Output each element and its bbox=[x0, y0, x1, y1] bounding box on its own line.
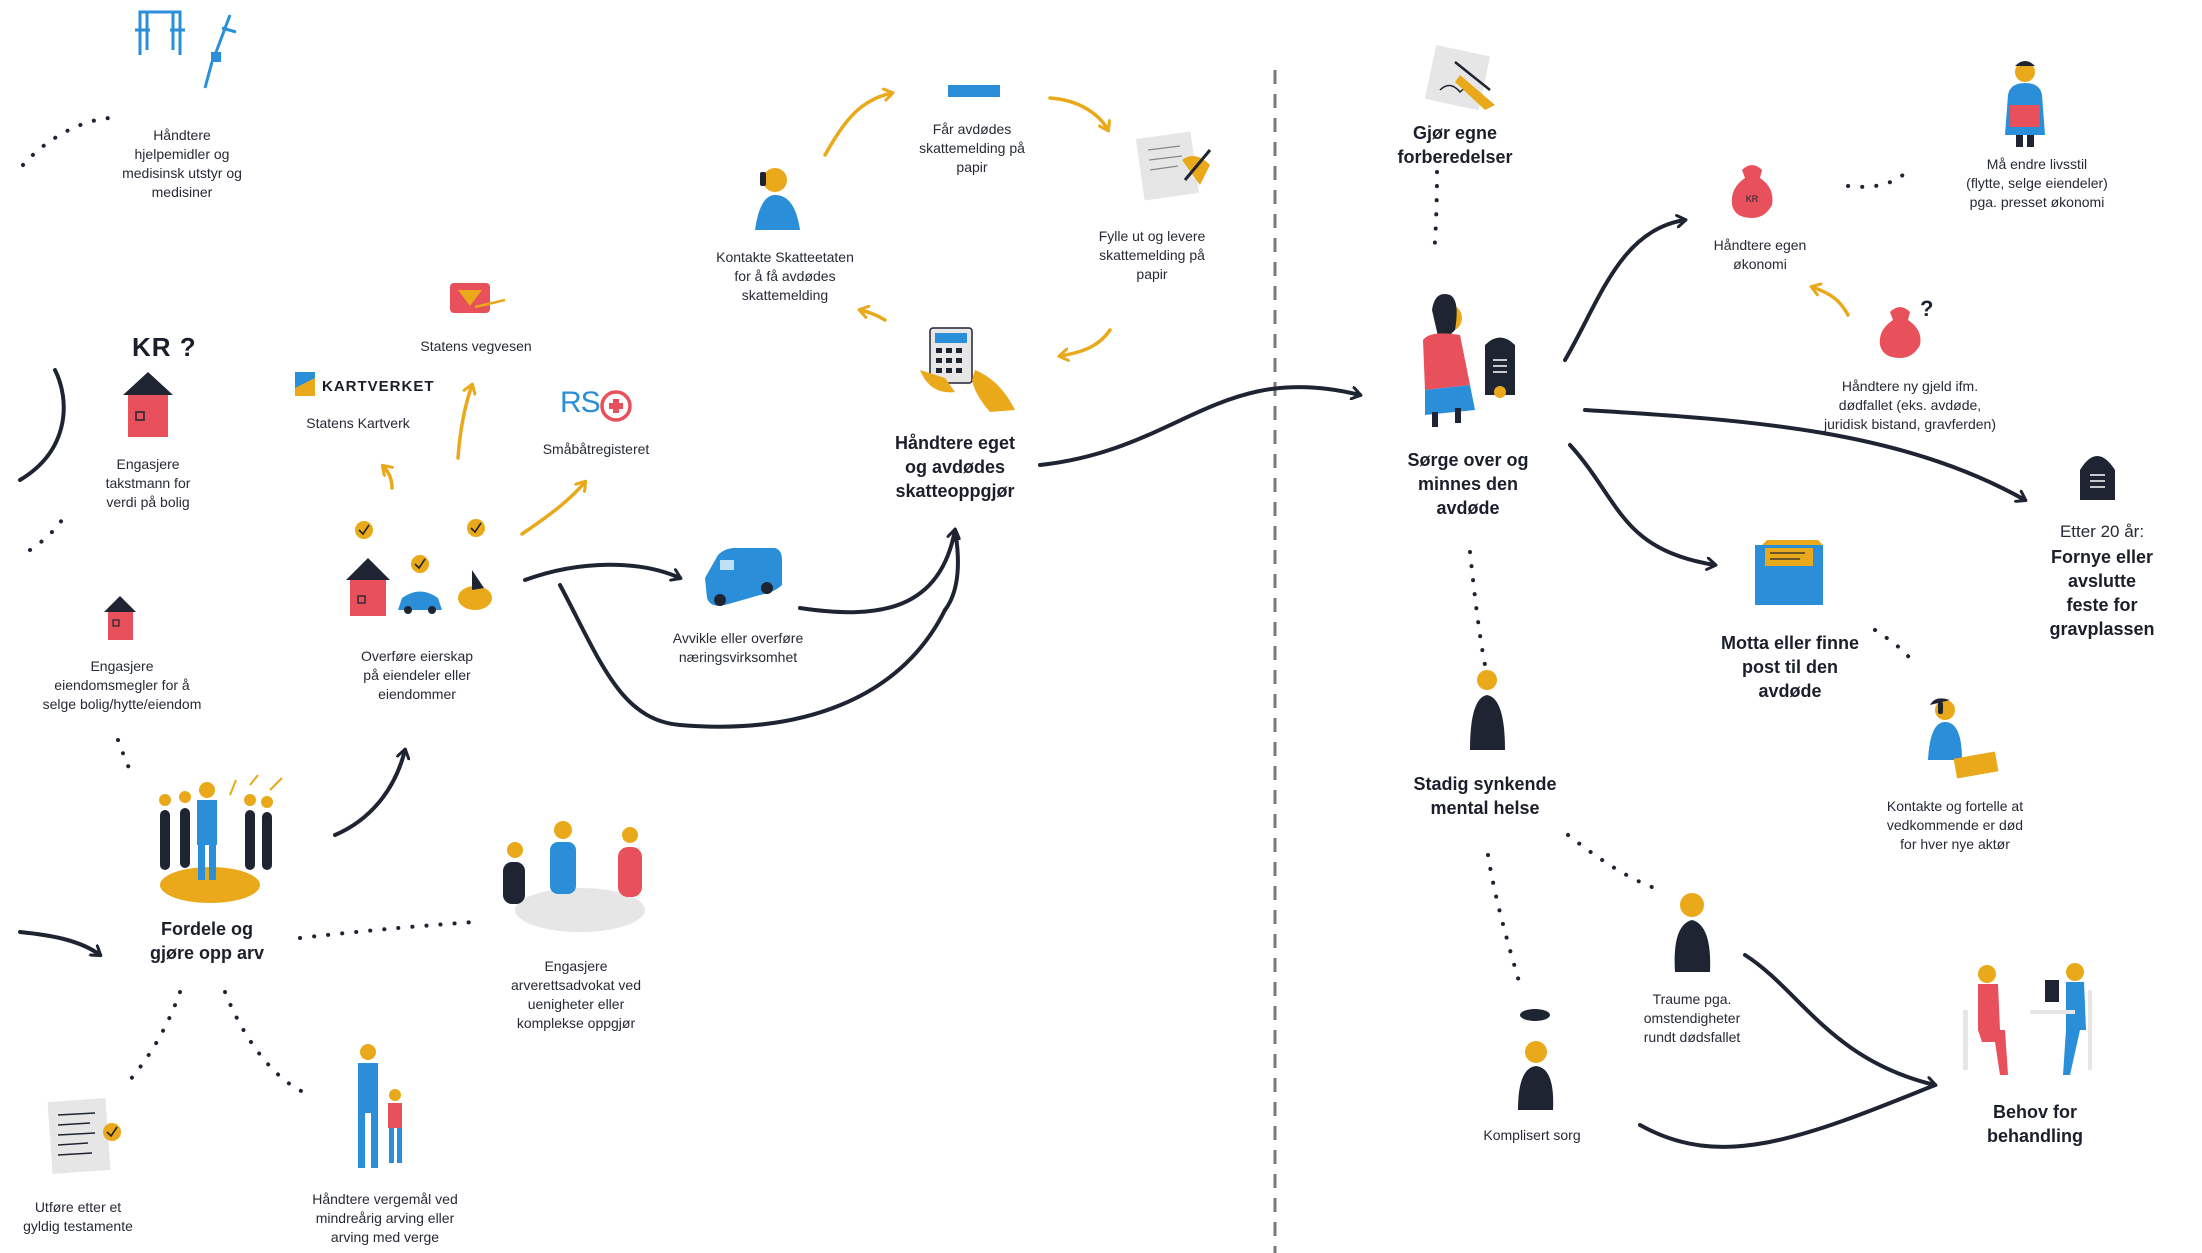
heirs-group-icon bbox=[159, 774, 283, 903]
person-dark-icon bbox=[1470, 670, 1505, 750]
rs-logo-text: RS bbox=[560, 386, 601, 419]
fill-form-icon bbox=[1135, 131, 1212, 201]
node-title-skatteoppgjor: Håndtere eget og avdødes skatteoppgjør bbox=[894, 433, 1016, 501]
label-vergemal: Håndtere vergemål ved mindreårig arving … bbox=[312, 1191, 458, 1245]
svg-text:?: ? bbox=[1920, 296, 1933, 321]
calculator-icon bbox=[920, 327, 1015, 412]
label-hjelpemidler: Håndtere hjelpemidler og medisinsk utsty… bbox=[122, 127, 242, 200]
label-egen-okonomi: Håndtere egen økonomi bbox=[1713, 237, 1807, 272]
label-kontakte-aktor: Kontakte og fortelle at vedkommende er d… bbox=[1886, 798, 2024, 852]
navy-connectors bbox=[18, 220, 2025, 1149]
label-ny-gjeld: Håndtere ny gjeld ifm. dødfallet (eks. a… bbox=[1824, 378, 1996, 432]
vegvesen-logo bbox=[450, 283, 506, 313]
label-takstmann: Engasjere takstmann for verdi på bolig bbox=[105, 456, 191, 510]
kartverket-logo-accent bbox=[295, 378, 315, 396]
property-transfer-icon bbox=[346, 519, 492, 616]
paper-tax-form-bar bbox=[948, 85, 1000, 97]
caller-with-letter-icon bbox=[1928, 698, 1999, 779]
therapy-session-icon bbox=[1963, 963, 2092, 1075]
node-title-feste-gravplass: Fornye eller avslutte feste for gravplas… bbox=[2049, 547, 2155, 639]
dotted-connectors bbox=[21, 116, 1917, 1097]
grieving-person-icon bbox=[1518, 1009, 1554, 1110]
label-kontakte-skatteetaten: Kontakte Skatteetaten for å få avdødes s… bbox=[716, 249, 854, 303]
label-etter-20-ar: Etter 20 år: bbox=[2059, 522, 2145, 541]
label-smabatregisteret: Småbåtregisteret bbox=[542, 441, 650, 457]
node-title-behandling: Behov for behandling bbox=[1987, 1102, 2083, 1146]
node-title-mental-helse: Stadig synkende mental helse bbox=[1413, 774, 1557, 818]
node-title-sorge: Sørge over og minnes den avdøde bbox=[1407, 450, 1529, 518]
money-bag-label: KR bbox=[1745, 194, 1759, 204]
yellow-connectors bbox=[383, 93, 1850, 536]
label-far-skattemelding: Får avdødes skattemelding på papir bbox=[919, 121, 1025, 175]
label-arverettsadvokat: Engasjere arverettsadvokat ved uenighete… bbox=[511, 958, 641, 1031]
mourner-at-grave-icon bbox=[1423, 294, 1515, 427]
walker-crutch-icon bbox=[135, 10, 237, 89]
house-red-icon bbox=[123, 372, 173, 437]
kr-question-label: KR ? bbox=[132, 332, 197, 362]
house-small-icon bbox=[104, 596, 136, 640]
van-icon bbox=[705, 548, 782, 606]
label-fylle-ut-skattemelding: Fylle ut og levere skattemelding på papi… bbox=[1098, 228, 1206, 282]
label-eiendomsmegler: Engasjere eiendomsmegler for å selge bol… bbox=[42, 658, 202, 712]
node-title-fordele-arv: Fordele og gjøre opp arv bbox=[149, 919, 265, 963]
label-komplisert-sorg: Komplisert sorg bbox=[1483, 1127, 1581, 1143]
label-avvikle-naering: Avvikle eller overføre næringsvirksomhet bbox=[672, 630, 804, 665]
money-bag-icon bbox=[1731, 165, 1773, 218]
traumatized-person-icon bbox=[1674, 893, 1711, 972]
guardian-child-icon bbox=[358, 1044, 402, 1168]
kartverket-logo-text: KARTVERKET bbox=[322, 378, 435, 395]
caller-skatteetaten-icon bbox=[755, 168, 800, 230]
label-endre-livsstil: Må endre livsstil (flytte, selge eiendel… bbox=[1966, 156, 2108, 210]
redningsselskapet-logo bbox=[600, 390, 632, 422]
label-statens-vegvesen: Statens vegvesen bbox=[420, 338, 532, 354]
gravestone-icon bbox=[2080, 456, 2115, 500]
lawyer-meeting-icon bbox=[503, 821, 645, 932]
signing-will-icon bbox=[1424, 44, 1495, 111]
label-testamente: Utføre etter et gyldig testamente bbox=[23, 1199, 133, 1234]
label-overfore-eierskap: Overføre eierskap på eiendeler eller eie… bbox=[360, 648, 474, 702]
node-title-forberedelser: Gjør egne forberedelser bbox=[1397, 123, 1513, 167]
label-statens-kartverk: Statens Kartverk bbox=[306, 415, 410, 431]
node-title-post-avdode: Motta eller finne post til den avdøde bbox=[1720, 633, 1860, 701]
person-carrying-box-icon bbox=[2005, 61, 2045, 147]
label-traume: Traume pga. omstendigheter rundt dødsfal… bbox=[1643, 991, 1741, 1045]
mailbox-icon bbox=[1755, 540, 1823, 605]
testament-document-icon bbox=[47, 1098, 121, 1174]
money-bag-debt-icon: ? bbox=[1879, 296, 1933, 358]
